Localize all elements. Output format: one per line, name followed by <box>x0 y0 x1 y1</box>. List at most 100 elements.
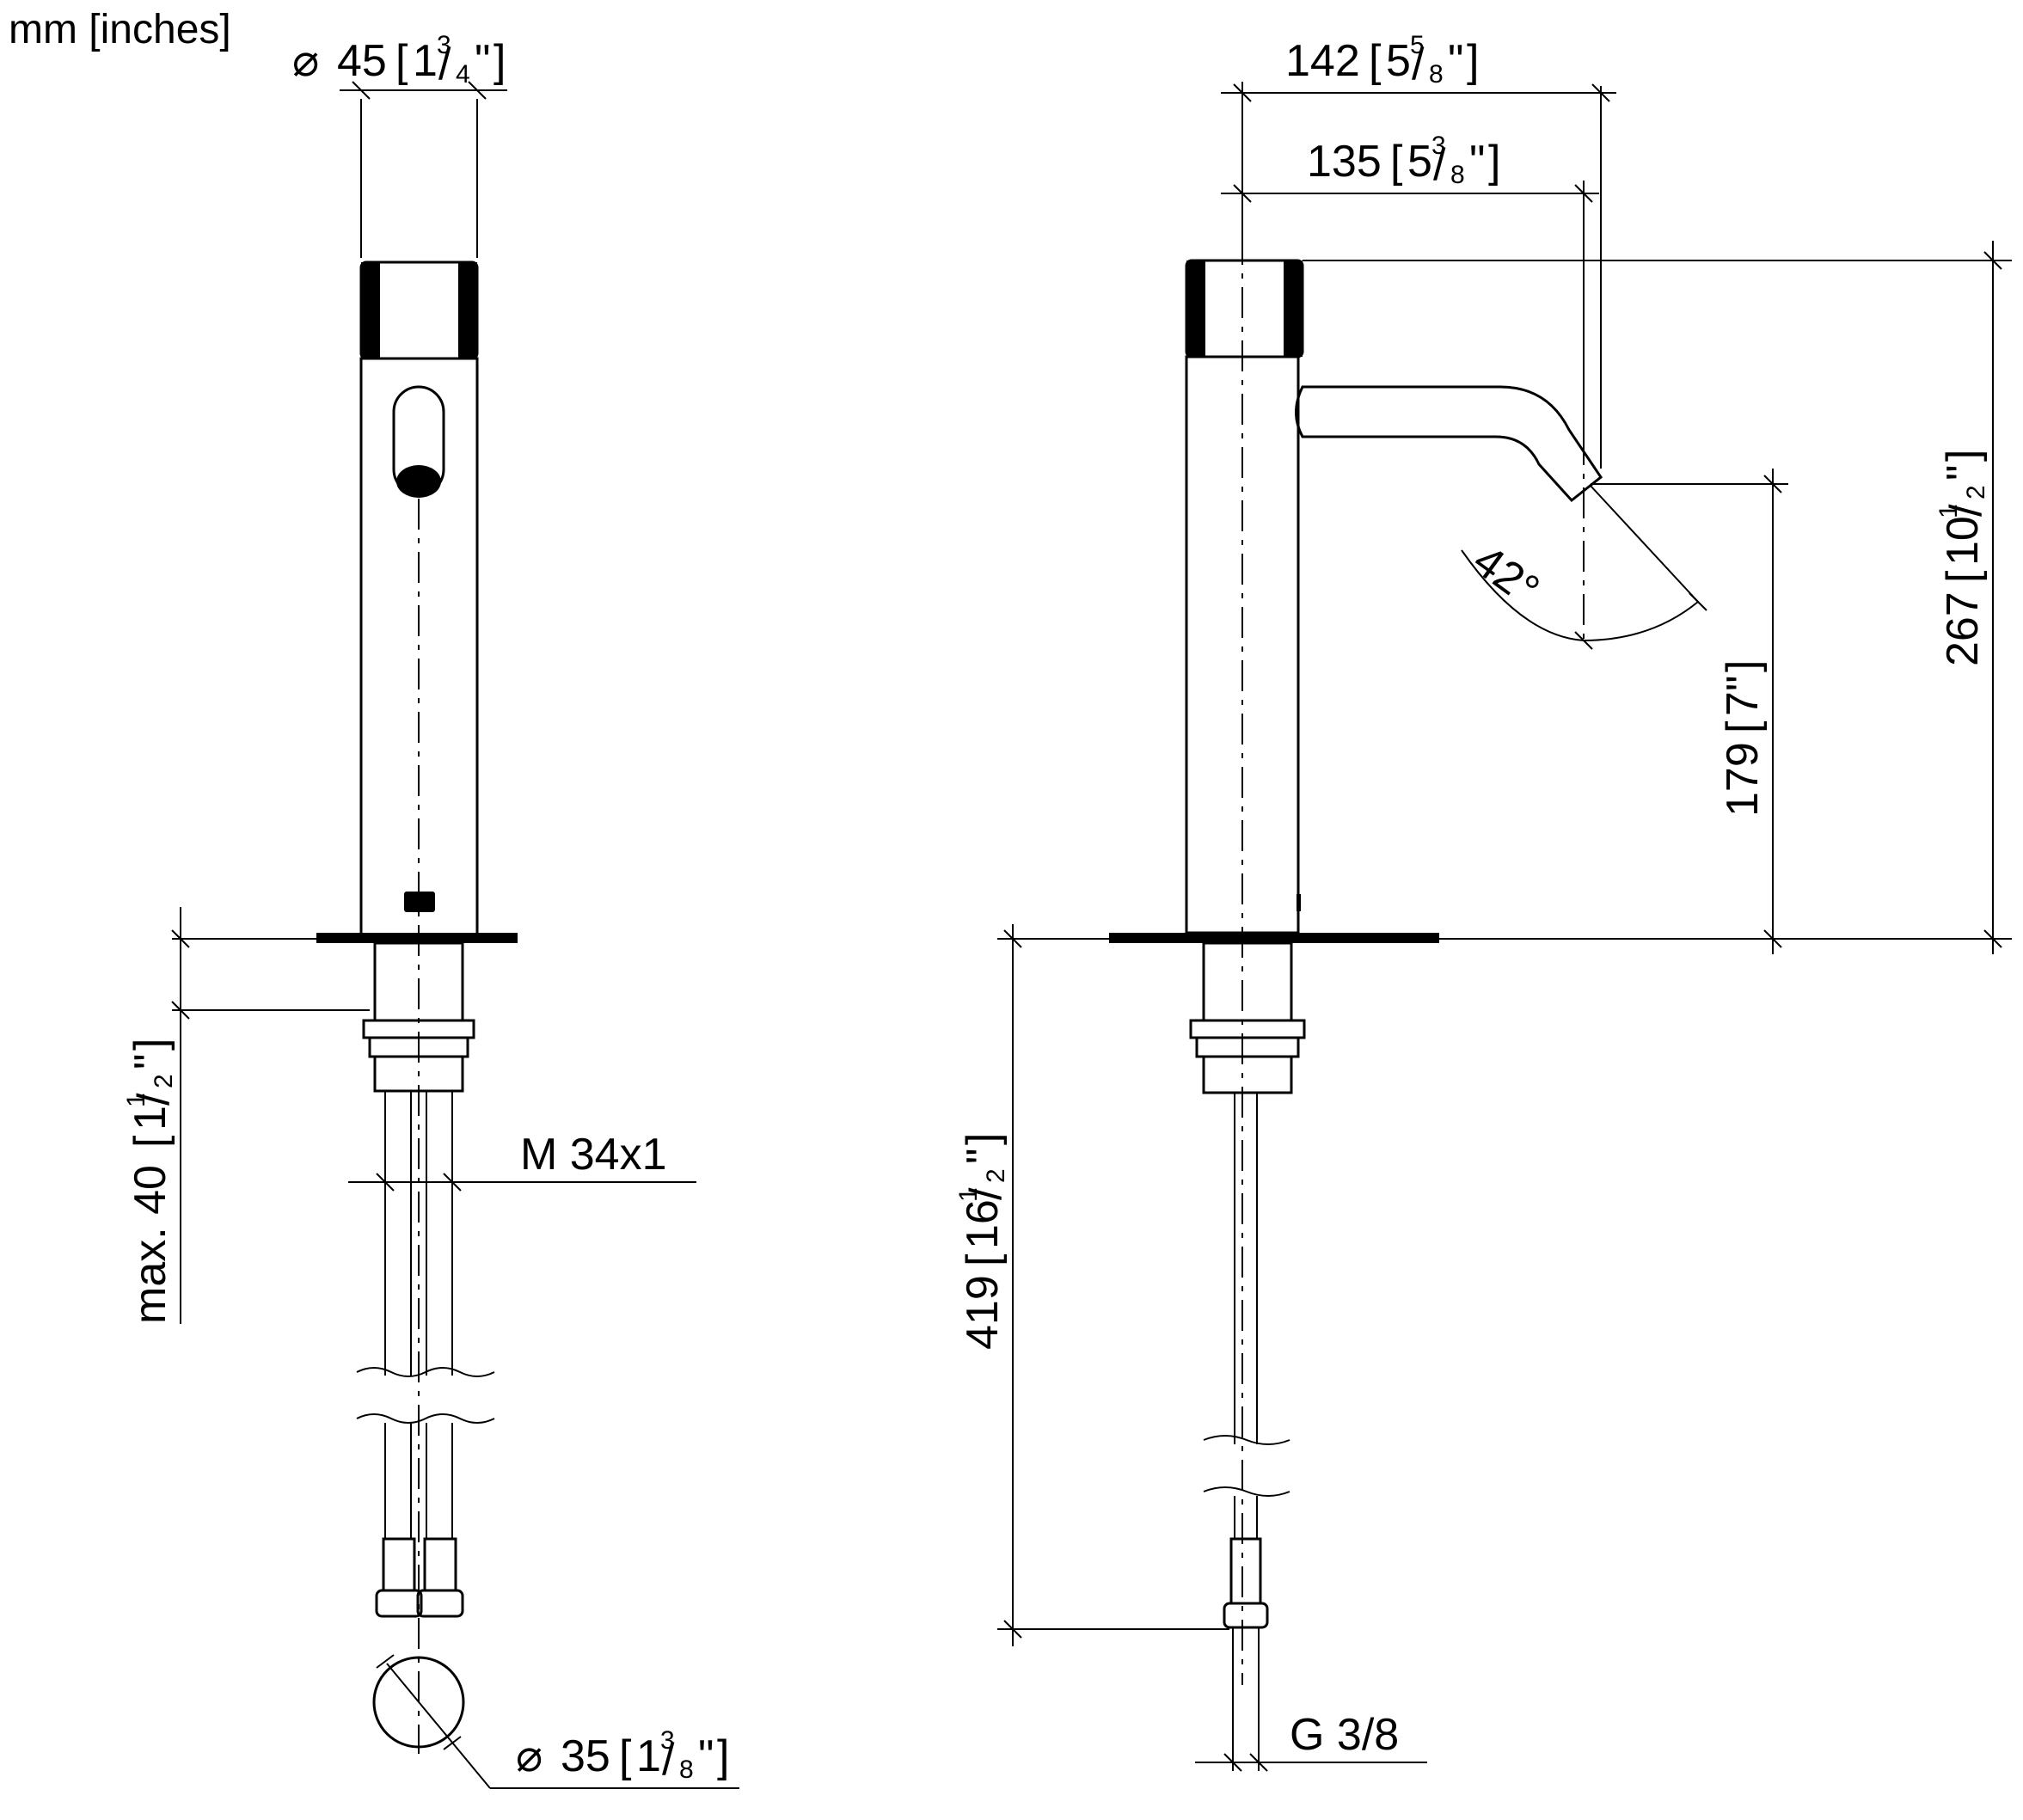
dim135-whole: 5 <box>1407 137 1432 187</box>
top-dia-whole: 1 <box>413 36 438 86</box>
dim179-bracket-l: [ <box>1718 720 1768 733</box>
dim419-den: 2 <box>982 1168 1010 1183</box>
dim179-mm: 179 <box>1718 742 1768 817</box>
top-dia-num: 3 <box>437 31 451 59</box>
front-fitting-left <box>382 1537 416 1592</box>
dim419-bracket-l: [ <box>958 1253 1008 1266</box>
thick-bracket-l: [ <box>126 1135 175 1148</box>
dim419-tick-bottom <box>1003 1620 1022 1639</box>
thick-den: 2 <box>150 1074 178 1088</box>
top-dia-bracket-r: ] <box>493 36 506 86</box>
dim142-bracket-r: ] <box>1467 36 1479 86</box>
dim135-tick-left <box>1233 184 1252 203</box>
base-dia-tick-1 <box>376 1654 395 1669</box>
top-dia-slash: / <box>438 40 451 89</box>
side-thread <box>1202 1055 1293 1094</box>
dim135-bracket-r: ] <box>1488 137 1500 187</box>
base-dia-mm: 35 <box>561 1731 610 1781</box>
side-shank <box>1202 941 1293 1022</box>
dim142-slash: / <box>1412 40 1425 89</box>
front-base-plate <box>316 933 518 943</box>
dim135-bracket-l: [ <box>1390 137 1403 187</box>
base-dia-num: 3 <box>660 1726 675 1755</box>
angle-tick-2 <box>1689 592 1707 611</box>
dim179-unit: " <box>1718 676 1768 691</box>
top-dia-tick-right <box>468 81 487 100</box>
dim135-tick-right <box>1574 184 1593 203</box>
base-dia-den: 8 <box>679 1756 694 1784</box>
side-cap-knurl-right <box>1284 260 1303 357</box>
g38-label: G 3/8 <box>1290 1710 1399 1760</box>
front-break-bottom <box>356 1413 495 1424</box>
side-dimensions: 142 [ 5 5 / 8 " ] 135 [ 5 3 / 8 " ] 267 … <box>954 31 2012 1772</box>
thick-num: 1 <box>122 1093 150 1107</box>
angle-label: 42° <box>1464 536 1548 616</box>
dim135-unit: " <box>1469 137 1485 187</box>
dim142-unit: " <box>1448 36 1463 86</box>
base-dia-whole: 1 <box>636 1731 661 1781</box>
dim419-tick-top <box>1003 929 1022 948</box>
thick-bracket-r: ] <box>126 1039 175 1051</box>
dim419-bracket-r: ] <box>958 1133 1008 1145</box>
angle-tick-1 <box>1574 631 1593 650</box>
side-spout <box>1295 385 1603 503</box>
base-dia-bracket-r: ] <box>717 1731 729 1781</box>
front-aerator <box>396 465 441 498</box>
dim419-slash: / <box>961 1187 1011 1200</box>
dim142-tick-right <box>1591 83 1610 102</box>
angle-ray <box>1590 485 1699 603</box>
side-sensor <box>1297 894 1301 911</box>
side-break-bottom <box>1203 1486 1290 1497</box>
side-fitting <box>1229 1537 1262 1605</box>
side-view <box>1109 181 1603 1771</box>
dim419-num: 1 <box>954 1187 983 1202</box>
dim267-num: 1 <box>1934 504 1963 518</box>
front-hose-nut-left <box>375 1589 423 1618</box>
thick-mm: max. 40 <box>126 1165 175 1324</box>
top-dia-tick-left <box>352 81 371 100</box>
front-fitting-right <box>423 1537 457 1592</box>
top-dia-mm: 45 <box>337 36 387 86</box>
dim135-den: 8 <box>1450 161 1465 189</box>
g38-tick-right <box>1249 1753 1268 1772</box>
front-cap-knurl-left <box>361 262 380 358</box>
dim419-mm: 419 <box>958 1275 1008 1350</box>
base-dia-slash: / <box>662 1735 675 1785</box>
front-cap-knurl-right <box>458 262 477 358</box>
dim419-whole: 16 <box>958 1199 1008 1249</box>
dim267-den: 2 <box>1962 485 1990 499</box>
dim267-mm: 267 <box>1938 591 1988 666</box>
dim142-tick-left <box>1233 83 1252 102</box>
front-dimensions: ⌀ 45 [ 1 3 / 4 " ] max. 40 [ 1 1 / 2 " ]… <box>122 31 739 1789</box>
side-base-plate <box>1109 933 1439 943</box>
thick-tick-bottom <box>171 1001 190 1020</box>
dim179-whole: 7 <box>1718 691 1768 716</box>
dim179-bracket-r: ] <box>1718 660 1768 672</box>
dim267-unit: " <box>1938 465 1988 481</box>
side-break-top <box>1203 1435 1290 1445</box>
side-hose-nut <box>1223 1602 1269 1629</box>
thread-label: M 34x1 <box>520 1130 667 1180</box>
base-dia-tick-2 <box>443 1736 462 1750</box>
dim142-whole: 5 <box>1386 36 1411 86</box>
base-dia-bracket-l: [ <box>619 1731 632 1781</box>
top-dia-den: 4 <box>456 60 470 89</box>
dim267-bracket-r: ] <box>1938 450 1988 462</box>
dim179-tick-top <box>1763 475 1782 493</box>
side-nut-washer <box>1189 1019 1306 1039</box>
dim419-unit: " <box>958 1149 1008 1164</box>
dim135-mm: 135 <box>1307 137 1382 187</box>
dim267-slash: / <box>1941 504 1991 517</box>
dim142-mm: 142 <box>1285 36 1360 86</box>
thick-tick-top <box>171 929 190 948</box>
thread-tick-right <box>443 1173 462 1192</box>
thick-whole: 1 <box>126 1106 175 1131</box>
dim267-bracket-l: [ <box>1938 570 1988 583</box>
dim267-tick-bottom <box>1983 929 2002 948</box>
front-hose-nut-right <box>416 1589 464 1618</box>
front-break-top <box>356 1367 495 1377</box>
thick-unit: " <box>126 1054 175 1069</box>
top-dia-prefix: ⌀ <box>292 36 319 86</box>
dim142-den: 8 <box>1429 60 1444 89</box>
